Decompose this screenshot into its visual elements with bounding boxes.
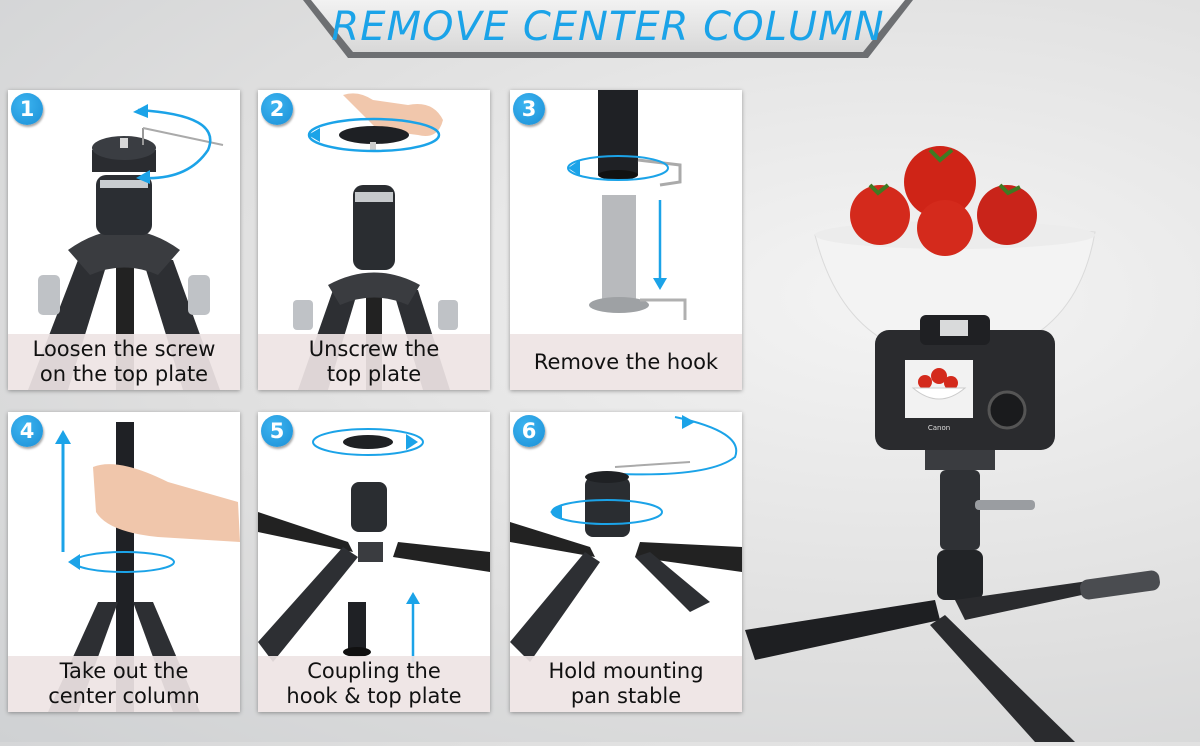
step-card-5: 5 Coupling the hook & top plate xyxy=(258,412,490,712)
step-4-caption: Take out the center column xyxy=(8,656,240,712)
step-5-photo xyxy=(258,428,490,662)
step-card-4: 4 Take out the center column xyxy=(8,412,240,712)
banner-shape xyxy=(303,0,913,58)
step-6-badge: 6 xyxy=(513,415,545,447)
camera-brand-label: Canon xyxy=(928,424,950,432)
step-3-caption: Remove the hook xyxy=(510,334,742,390)
step-5-badge: 5 xyxy=(261,415,293,447)
step-1-caption-text: Loosen the screw on the top plate xyxy=(32,337,216,386)
tripod-camera-illustration: Canon xyxy=(745,146,1160,742)
step-5-caption-text: Coupling the hook & top plate xyxy=(286,659,462,708)
banner-title: REMOVE CENTER COLUMN xyxy=(331,4,885,50)
step-card-2: 2 Unscrew the top plate xyxy=(258,90,490,390)
title-banner: REMOVE CENTER COLUMN xyxy=(303,0,913,60)
step-6-caption-text: Hold mounting pan stable xyxy=(548,659,704,708)
step-2-caption: Unscrew the top plate xyxy=(258,334,490,390)
step-3-badge: 3 xyxy=(513,93,545,125)
step-6-caption: Hold mounting pan stable xyxy=(510,656,742,712)
product-scene: Canon xyxy=(745,120,1200,742)
step-1-badge: 1 xyxy=(11,93,43,125)
step-2-caption-text: Unscrew the top plate xyxy=(308,337,440,386)
step-3-photo xyxy=(567,90,687,320)
step-card-3: 3 Remove the hook xyxy=(510,90,742,390)
step-4-caption-text: Take out the center column xyxy=(48,659,200,708)
step-1-caption: Loosen the screw on the top plate xyxy=(8,334,240,390)
step-card-6: 6 Hold mounting pan stable xyxy=(510,412,742,712)
step-2-badge: 2 xyxy=(261,93,293,125)
tomato-icon xyxy=(850,185,910,245)
step-3-caption-text: Remove the hook xyxy=(533,349,719,374)
step-5-caption: Coupling the hook & top plate xyxy=(258,656,490,712)
step-card-1: 1 Loosen the screw on the top plate xyxy=(8,90,240,390)
step-4-badge: 4 xyxy=(11,415,43,447)
step-6-photo xyxy=(510,415,742,662)
